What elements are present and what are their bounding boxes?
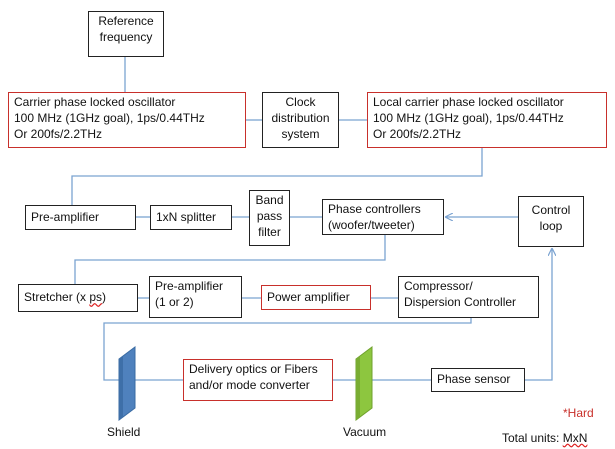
compressor-box: Compressor/ Dispersion Controller bbox=[398, 276, 539, 318]
band-pass-filter-box: Band pass filter bbox=[249, 190, 290, 246]
carrier-oscillator-box: Carrier phase locked oscillator 100 MHz … bbox=[8, 92, 246, 148]
wire-phase-to-stretcher bbox=[74, 235, 386, 284]
total-units-label: Total units: MxN bbox=[502, 431, 587, 445]
stretcher-label-prefix: Stretcher (x bbox=[24, 290, 90, 305]
stretcher-label-suffix: ) bbox=[102, 290, 107, 305]
phase-sensor-box: Phase sensor bbox=[431, 368, 525, 392]
vacuum-plate bbox=[355, 346, 373, 421]
pre-amplifier-box-mid: Pre-amplifier (1 or 2) bbox=[149, 276, 242, 318]
phase-controllers-box: Phase controllers (woofer/tweeter) bbox=[322, 199, 444, 235]
clock-distribution-box: Clock distribution system bbox=[262, 92, 339, 148]
vacuum-label: Vacuum bbox=[343, 425, 387, 439]
reference-frequency-box: Reference frequency bbox=[88, 11, 164, 57]
hard-note: *Hard bbox=[563, 406, 594, 420]
pre-amplifier-box-top: Pre-amplifier bbox=[25, 205, 136, 230]
wire-local-to-preamp bbox=[71, 148, 483, 205]
delivery-optics-box: Delivery optics or Fibers and/or mode co… bbox=[183, 359, 333, 401]
stretcher-label-unit: ps bbox=[89, 290, 103, 305]
shield-label: Shield bbox=[107, 425, 141, 439]
total-units-value: MxN bbox=[562, 431, 588, 445]
total-units-prefix: Total units: bbox=[502, 431, 563, 445]
splitter-box: 1xN splitter bbox=[150, 205, 232, 230]
wire-sensor-to-control bbox=[525, 249, 552, 381]
local-oscillator-box: Local carrier phase locked oscillator 10… bbox=[367, 92, 607, 148]
shield-plate bbox=[118, 346, 136, 421]
power-amplifier-box: Power amplifier bbox=[261, 285, 371, 310]
stretcher-box: Stretcher (x ps) bbox=[18, 284, 138, 312]
control-loop-box: Control loop bbox=[518, 196, 584, 247]
